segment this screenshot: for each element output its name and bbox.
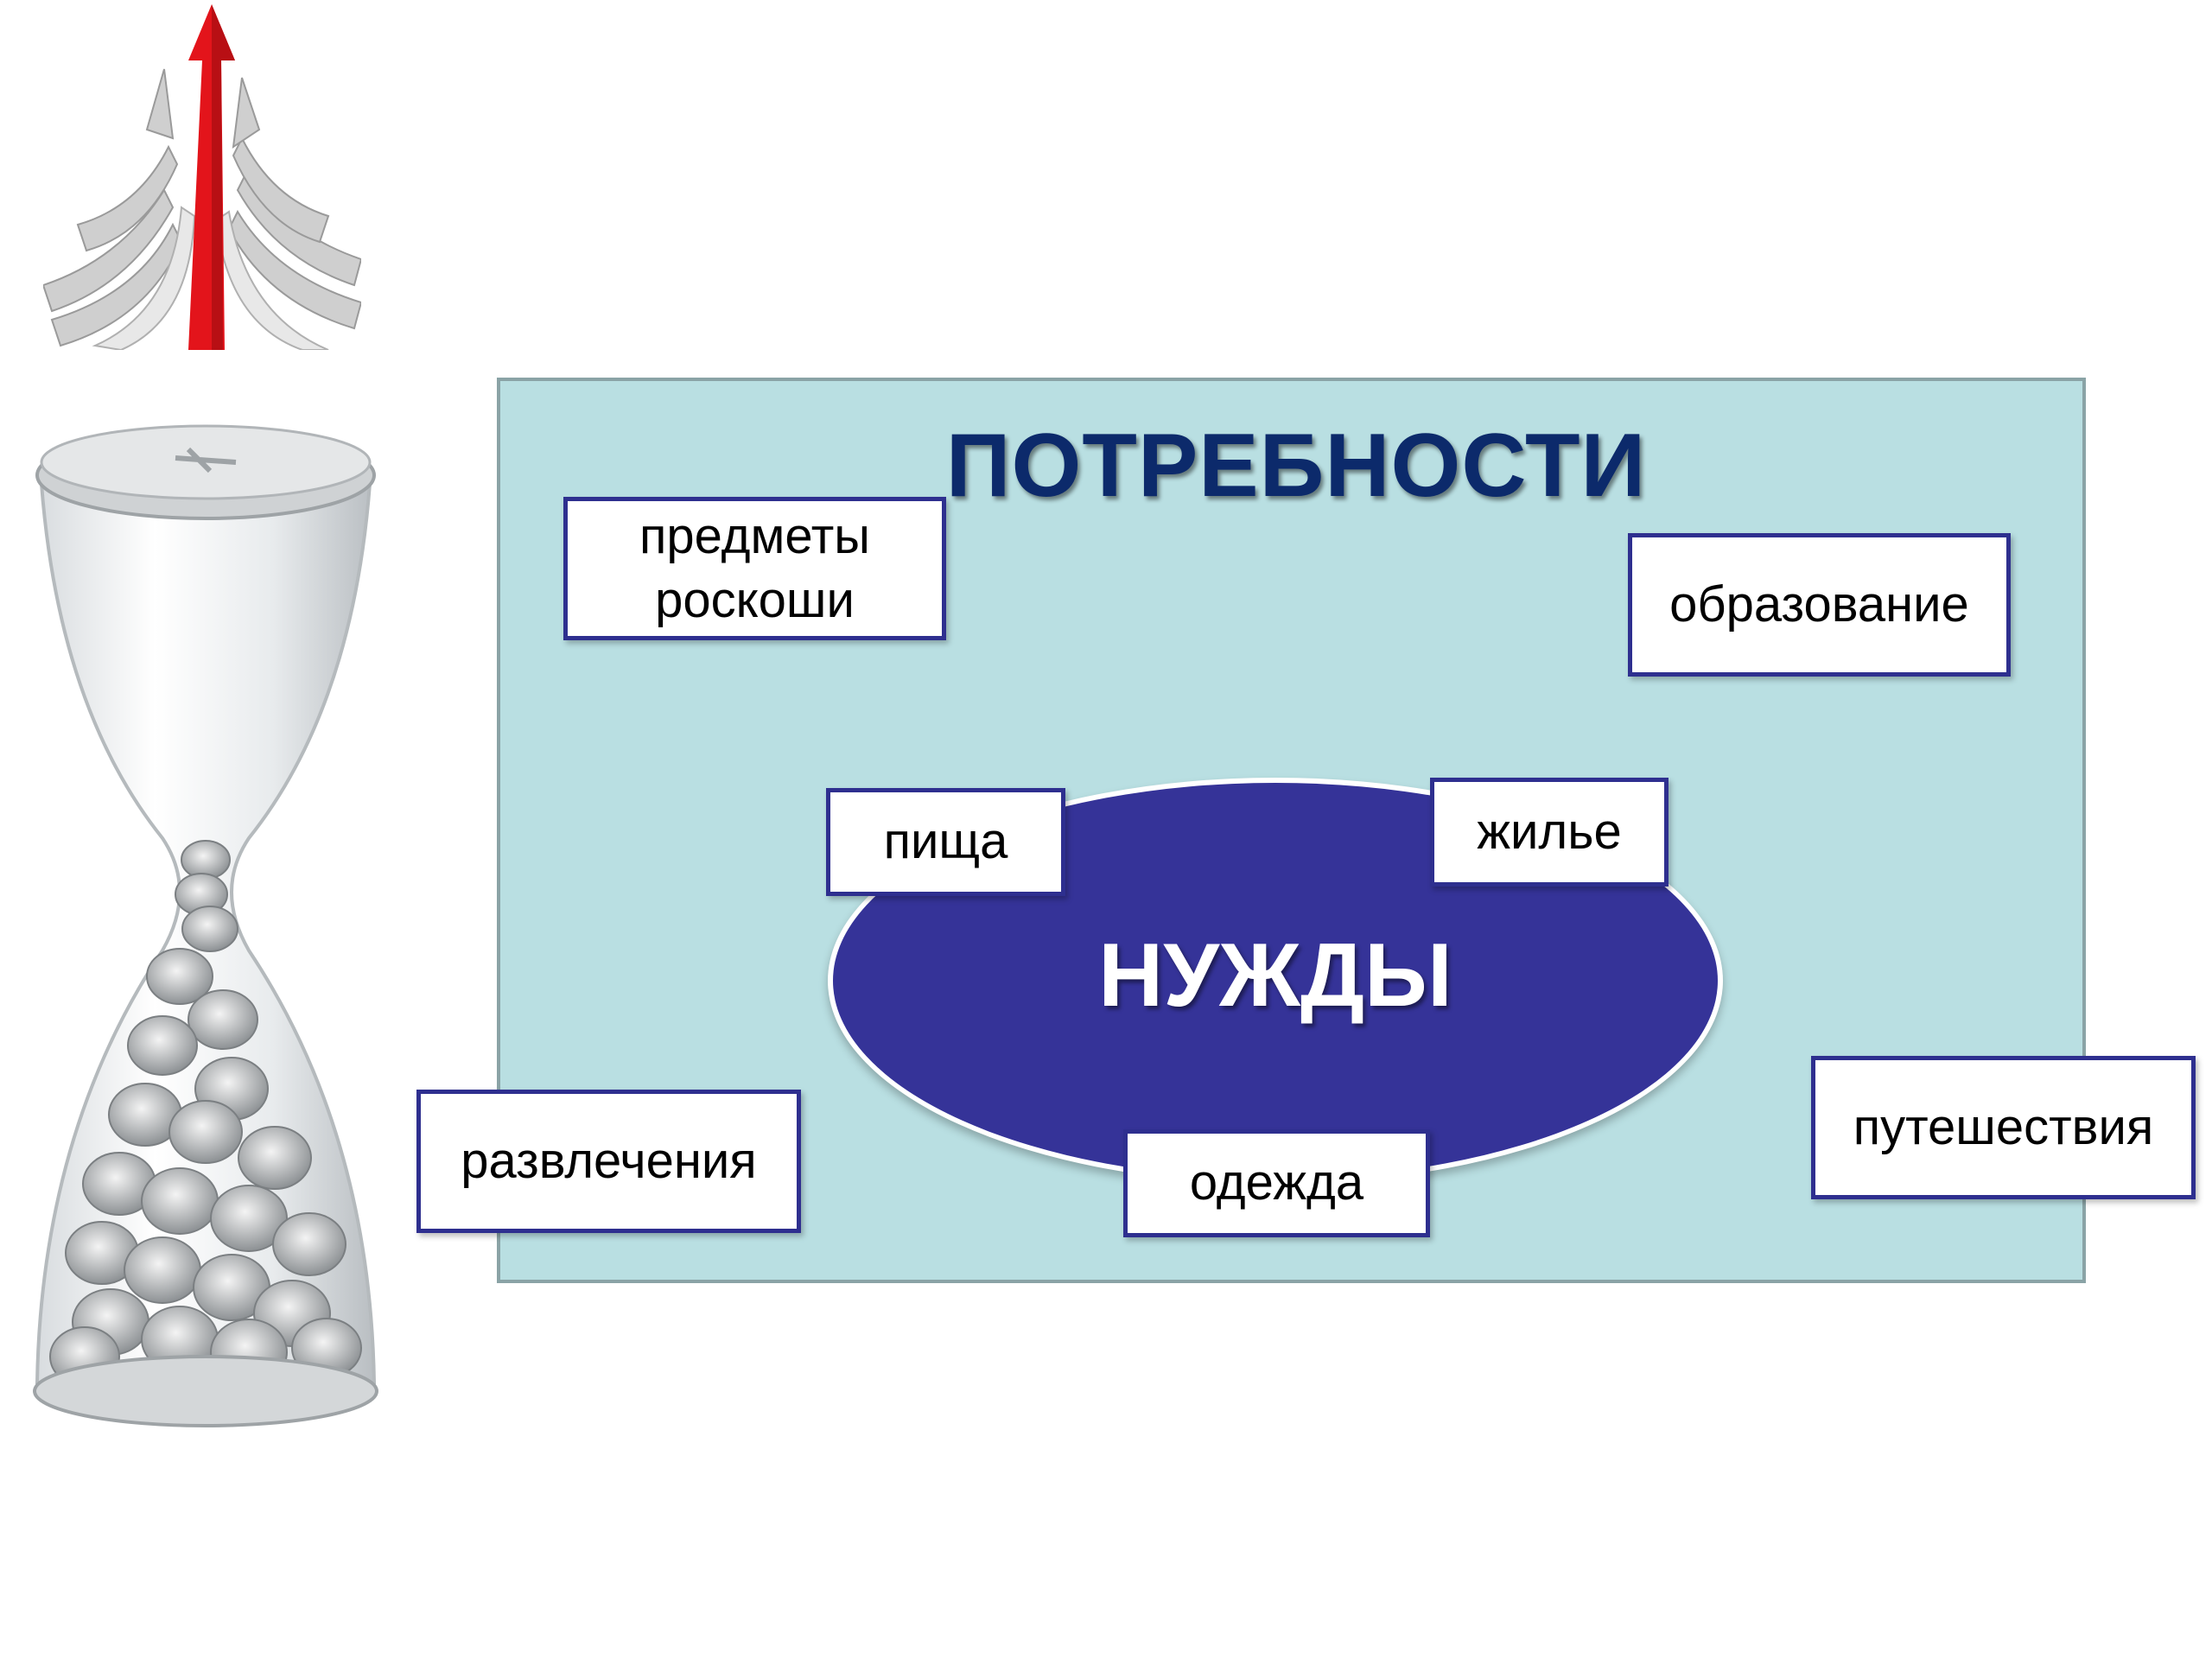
item-travel-label: путешествия	[1853, 1098, 2154, 1155]
core-label: НУЖДЫ	[1098, 925, 1452, 1026]
item-housing: жилье	[1430, 778, 1669, 887]
growth-arrow-image	[43, 0, 361, 350]
item-education-label: образование	[1669, 575, 1969, 632]
item-travel: путешествия	[1811, 1056, 2196, 1199]
item-luxury-goods: предметы роскоши	[563, 497, 946, 640]
item-entertainment-label: развлечения	[461, 1132, 757, 1189]
item-clothing-label: одежда	[1189, 1154, 1364, 1211]
item-luxury-goods-line2: роскоши	[655, 572, 855, 628]
item-education: образование	[1628, 533, 2011, 677]
item-food: пища	[826, 788, 1065, 896]
item-food-label: пища	[883, 813, 1008, 870]
diagram-title: ПОТРЕБНОСТИ	[945, 416, 1647, 516]
item-entertainment: развлечения	[416, 1090, 801, 1233]
item-housing-label: жилье	[1477, 803, 1622, 860]
item-clothing: одежда	[1123, 1129, 1430, 1237]
item-luxury-goods-line1: предметы	[639, 507, 870, 564]
hourglass-coins-image	[33, 424, 378, 1427]
